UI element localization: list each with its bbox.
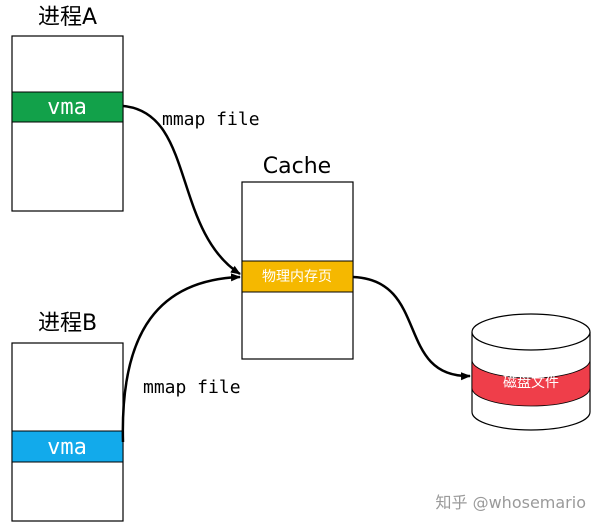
edge-cache-to-disk	[352, 275, 471, 381]
process-a-title: 进程A	[38, 5, 97, 30]
cache-page-label: 物理内存页	[262, 269, 332, 285]
cache: Cache 物理内存页	[241, 154, 354, 360]
edge-a-label: mmap file	[162, 109, 260, 130]
edge-b-label: mmap file	[143, 377, 241, 398]
process-a-vma	[11, 91, 124, 123]
edge-a-to-cache	[122, 104, 241, 276]
disk-top	[471, 313, 591, 351]
disk-band	[471, 359, 591, 407]
process-a: 进程A vma	[11, 5, 124, 212]
disk-file: 磁盘文件	[471, 313, 591, 431]
process-a-vma-label: vma	[47, 95, 87, 120]
disk-label: 磁盘文件	[503, 374, 559, 391]
process-b: 进程B vma	[11, 311, 124, 522]
process-b-vma-label: vma	[47, 435, 87, 460]
cache-physical-page	[241, 260, 354, 293]
edge-b-to-cache	[121, 273, 241, 443]
edges: mmap file mmap file	[121, 104, 471, 443]
process-b-vma	[11, 430, 124, 463]
cache-title: Cache	[263, 154, 331, 179]
process-b-title: 进程B	[38, 311, 97, 336]
watermark: 知乎 @whosemario	[436, 493, 587, 512]
process-a-box	[11, 35, 124, 212]
